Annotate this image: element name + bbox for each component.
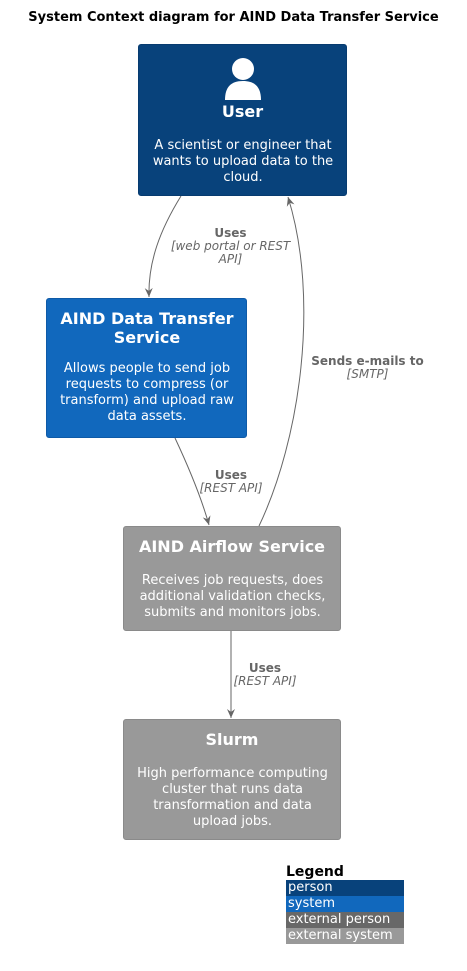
rel-airflow-user-technology: [SMTP] bbox=[346, 367, 389, 381]
node-airflow-description: Receives job requests, does additional v… bbox=[139, 573, 326, 620]
person-icon bbox=[225, 58, 261, 100]
rel-airflow-user: Sends e-mails to [SMTP] bbox=[300, 355, 435, 381]
node-dts-description: Allows people to send job requests to co… bbox=[60, 361, 234, 424]
legend: Legend person system external person ext… bbox=[286, 864, 404, 944]
edge-airflow-to-user bbox=[258, 196, 305, 527]
node-airflow-name: AIND Airflow Service bbox=[138, 537, 326, 556]
node-slurm-description: High performance computing cluster that … bbox=[137, 766, 328, 829]
edge-dts-to-airflow bbox=[174, 437, 211, 526]
rel-airflow-slurm-technology: [REST API] bbox=[233, 674, 297, 688]
rel-user-dts: Uses [web portal or REST API] bbox=[163, 227, 298, 266]
node-user: User A scientist or engineer that wants … bbox=[138, 44, 347, 196]
legend-title: Legend bbox=[286, 864, 344, 880]
node-dts-name: AIND Data Transfer Service bbox=[60, 309, 234, 347]
legend-item-external-person: external person bbox=[286, 912, 404, 928]
node-slurm: Slurm High performance computing cluster… bbox=[123, 719, 341, 840]
diagram-title: System Context diagram for AIND Data Tra… bbox=[28, 10, 439, 25]
rel-dts-airflow: Uses [REST API] bbox=[190, 469, 272, 495]
rel-user-dts-label: Uses bbox=[214, 226, 247, 240]
rel-user-dts-technology: [web portal or REST API] bbox=[170, 239, 291, 266]
legend-item-system: system bbox=[286, 896, 404, 912]
node-airflow-service: AIND Airflow Service Receives job reques… bbox=[123, 526, 341, 631]
rel-airflow-slurm-label: Uses bbox=[248, 661, 282, 675]
rel-dts-airflow-label: Uses bbox=[214, 468, 248, 482]
edge-user-to-dts bbox=[144, 195, 182, 298]
node-slurm-name: Slurm bbox=[205, 730, 259, 749]
legend-item-person: person bbox=[286, 880, 404, 896]
node-user-name: User bbox=[221, 102, 264, 121]
node-user-description: A scientist or engineer that wants to up… bbox=[152, 138, 334, 185]
rel-airflow-user-label: Sends e-mails to bbox=[311, 354, 424, 368]
legend-item-external-system: external system bbox=[286, 928, 404, 944]
node-data-transfer-service: AIND Data Transfer Service Allows people… bbox=[46, 298, 247, 438]
rel-dts-airflow-technology: [REST API] bbox=[199, 481, 263, 495]
rel-airflow-slurm: Uses [REST API] bbox=[224, 662, 306, 688]
